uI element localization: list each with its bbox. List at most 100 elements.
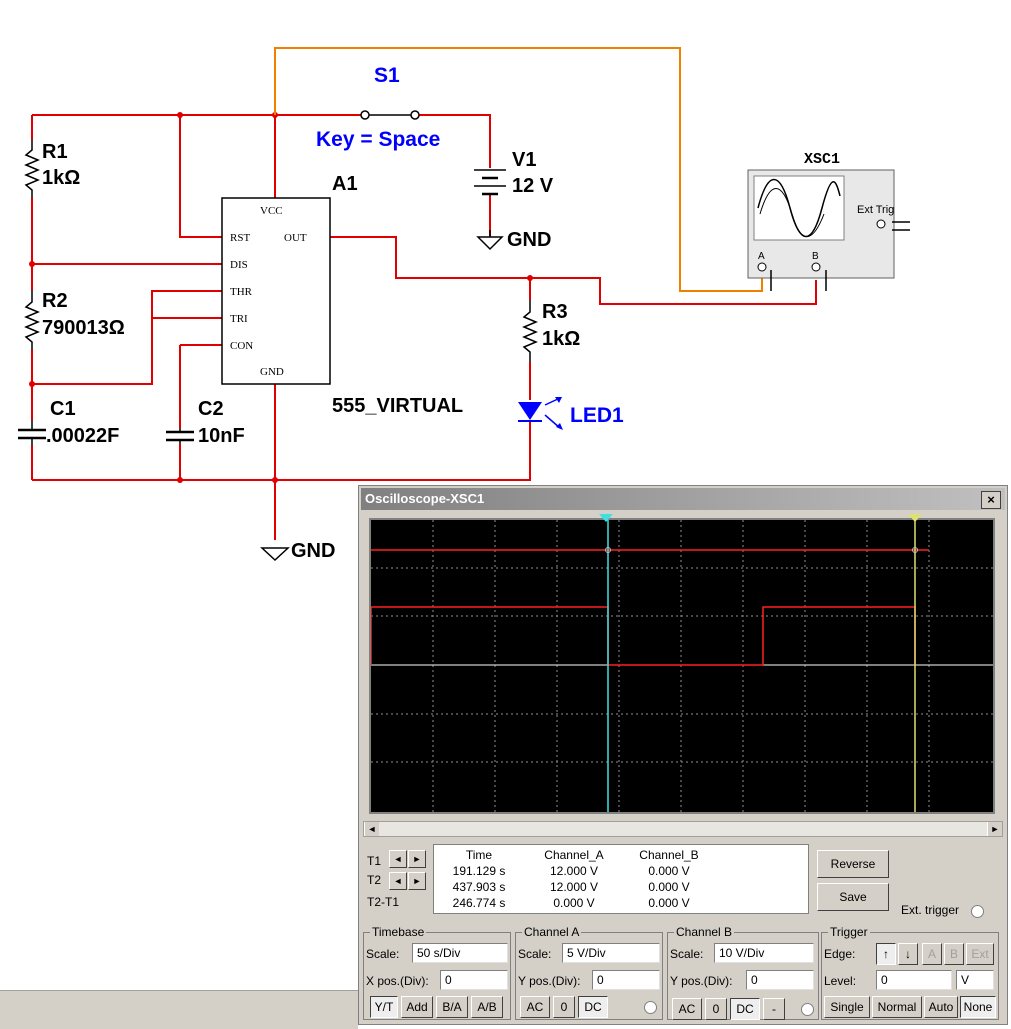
close-button[interactable]: × <box>981 491 1001 509</box>
trigger-none-button[interactable]: None <box>960 996 996 1018</box>
trigger-level-unit-select[interactable]: V <box>956 970 994 990</box>
pin-dis: DIS <box>230 259 248 271</box>
readout-dt-time: 246.774 s <box>452 896 506 910</box>
readout-t2-cha: 12.000 V <box>549 880 599 894</box>
c1-value: .00022F <box>46 425 119 447</box>
timebase-xpos-field[interactable]: 0 <box>440 970 508 990</box>
xsc-terminal-a[interactable] <box>757 262 767 272</box>
ab-button[interactable]: A/B <box>471 996 503 1018</box>
t1-label: T1 <box>367 854 382 868</box>
channel-b-ac-button[interactable]: AC <box>672 998 702 1020</box>
trigger-auto-button[interactable]: Auto <box>924 996 958 1018</box>
pin-tri: TRI <box>230 313 248 325</box>
resistor-r1[interactable] <box>24 140 40 198</box>
led-name: LED1 <box>570 404 624 427</box>
ba-button[interactable]: B/A <box>436 996 468 1018</box>
channel-a-radio[interactable] <box>644 1001 657 1014</box>
timebase-scale-field[interactable]: 50 s/Div <box>412 943 508 963</box>
switch-s1[interactable] <box>360 110 420 120</box>
add-button[interactable]: Add <box>401 996 433 1018</box>
r2-name: R2 <box>42 290 68 312</box>
v1-name: V1 <box>512 149 536 171</box>
trigger-source-ext-button[interactable]: Ext <box>966 943 994 965</box>
channel-b-ypos-label: Y pos.(Div): <box>670 974 733 988</box>
ext-trig-label: Ext Trig <box>857 204 894 216</box>
trigger-normal-button[interactable]: Normal <box>872 996 922 1018</box>
capacitor-c1[interactable] <box>18 420 46 446</box>
cursor-t2-handle[interactable] <box>908 514 922 524</box>
channel-b-dc-button[interactable]: DC <box>730 998 760 1020</box>
resistor-r3[interactable] <box>522 300 538 362</box>
s1-label: S1 <box>374 64 400 87</box>
channel-a-gnd-button[interactable]: 0 <box>553 996 575 1018</box>
trigger-level-label: Level: <box>824 974 857 988</box>
pin-rst: RST <box>230 232 250 244</box>
channel-a-dc-button[interactable]: DC <box>578 996 608 1018</box>
readout-t1-chb: 0.000 V <box>648 864 690 878</box>
trace-channel-b <box>370 606 916 666</box>
channel-b-panel: Channel B Scale: 10 V/Div Y pos.(Div): 0… <box>667 925 819 1020</box>
channel-a-title: Channel A <box>522 925 582 939</box>
scroll-left-button[interactable]: ◄ <box>364 822 379 836</box>
channel-b-ypos-field[interactable]: 0 <box>746 970 814 990</box>
save-button[interactable]: Save <box>817 883 889 911</box>
c2-name: C2 <box>198 398 224 420</box>
window-title: Oscilloscope-XSC1 <box>365 491 485 506</box>
readout-t2-chb: 0.000 V <box>648 880 690 894</box>
oscilloscope-titlebar[interactable]: Oscilloscope-XSC1 × <box>361 488 1005 510</box>
capacitor-c2[interactable] <box>166 428 194 444</box>
r2-value: 790013Ω <box>42 317 125 339</box>
trigger-level-field[interactable]: 0 <box>876 970 952 990</box>
c1-name: C1 <box>50 398 76 420</box>
yt-button[interactable]: Y/T <box>370 996 398 1018</box>
r3-name: R3 <box>542 301 568 323</box>
xsc-terminal-b[interactable] <box>811 262 821 272</box>
cursor-t1-handle[interactable] <box>599 514 613 524</box>
r1-name: R1 <box>42 141 68 163</box>
scroll-right-button[interactable]: ► <box>987 822 1002 836</box>
xsc-ch-b-label: B <box>812 251 819 262</box>
led-icon[interactable] <box>518 397 563 430</box>
channel-a-panel: Channel A Scale: 5 V/Div Y pos.(Div): 0 … <box>515 925 663 1020</box>
ground-icon <box>260 230 504 562</box>
trigger-source-a-button[interactable]: A <box>922 943 942 965</box>
pin-con: CON <box>230 340 253 352</box>
edge-falling-button[interactable]: ↓ <box>898 943 918 965</box>
channel-b-minus-button[interactable]: - <box>763 998 785 1020</box>
battery-v1[interactable] <box>474 169 506 196</box>
channel-a-ypos-field[interactable]: 0 <box>592 970 660 990</box>
pin-out: OUT <box>284 232 307 244</box>
readout-header-chb: Channel_B <box>639 848 699 862</box>
channel-a-ac-button[interactable]: AC <box>520 996 550 1018</box>
cursor-readout: Time 191.129 s 437.903 s 246.774 s Chann… <box>433 844 809 914</box>
channel-a-scale-field[interactable]: 5 V/Div <box>562 943 660 963</box>
readout-dt-chb: 0.000 V <box>648 896 690 910</box>
channel-b-scale-field[interactable]: 10 V/Div <box>714 943 814 963</box>
trigger-source-b-button[interactable]: B <box>944 943 964 965</box>
scope-display[interactable] <box>369 518 995 814</box>
resistor-r2[interactable] <box>24 290 40 350</box>
t1-right-button[interactable]: ► <box>408 850 426 868</box>
channel-b-gnd-button[interactable]: 0 <box>705 998 727 1020</box>
r3-value: 1kΩ <box>542 328 580 350</box>
timer-555-a1[interactable] <box>221 197 331 385</box>
channel-b-radio[interactable] <box>801 1003 814 1016</box>
timebase-scale-label: Scale: <box>366 947 400 961</box>
horizontal-scrollbar[interactable]: ◄ ► <box>363 821 1003 837</box>
ext-trigger-label: Ext. trigger <box>901 903 960 917</box>
t2-right-button[interactable]: ► <box>408 872 426 890</box>
c2-value: 10nF <box>198 425 245 447</box>
trigger-panel: Trigger Edge: ↑ ↓ A B Ext Level: 0 V Sin… <box>821 925 999 1020</box>
a1-name: A1 <box>332 173 358 195</box>
readout-header-time: Time <box>465 848 493 862</box>
t1-left-button[interactable]: ◄ <box>389 850 407 868</box>
trigger-single-button[interactable]: Single <box>824 996 870 1018</box>
timebase-panel: Timebase Scale: 50 s/Div X pos.(Div): 0 … <box>363 925 511 1020</box>
readout-t1-cha: 12.000 V <box>549 864 599 878</box>
t2-left-button[interactable]: ◄ <box>389 872 407 890</box>
ext-trigger-radio[interactable] <box>971 905 984 918</box>
t2-label: T2 <box>367 873 382 887</box>
edge-rising-button[interactable]: ↑ <box>876 943 896 965</box>
reverse-button[interactable]: Reverse <box>817 850 889 878</box>
